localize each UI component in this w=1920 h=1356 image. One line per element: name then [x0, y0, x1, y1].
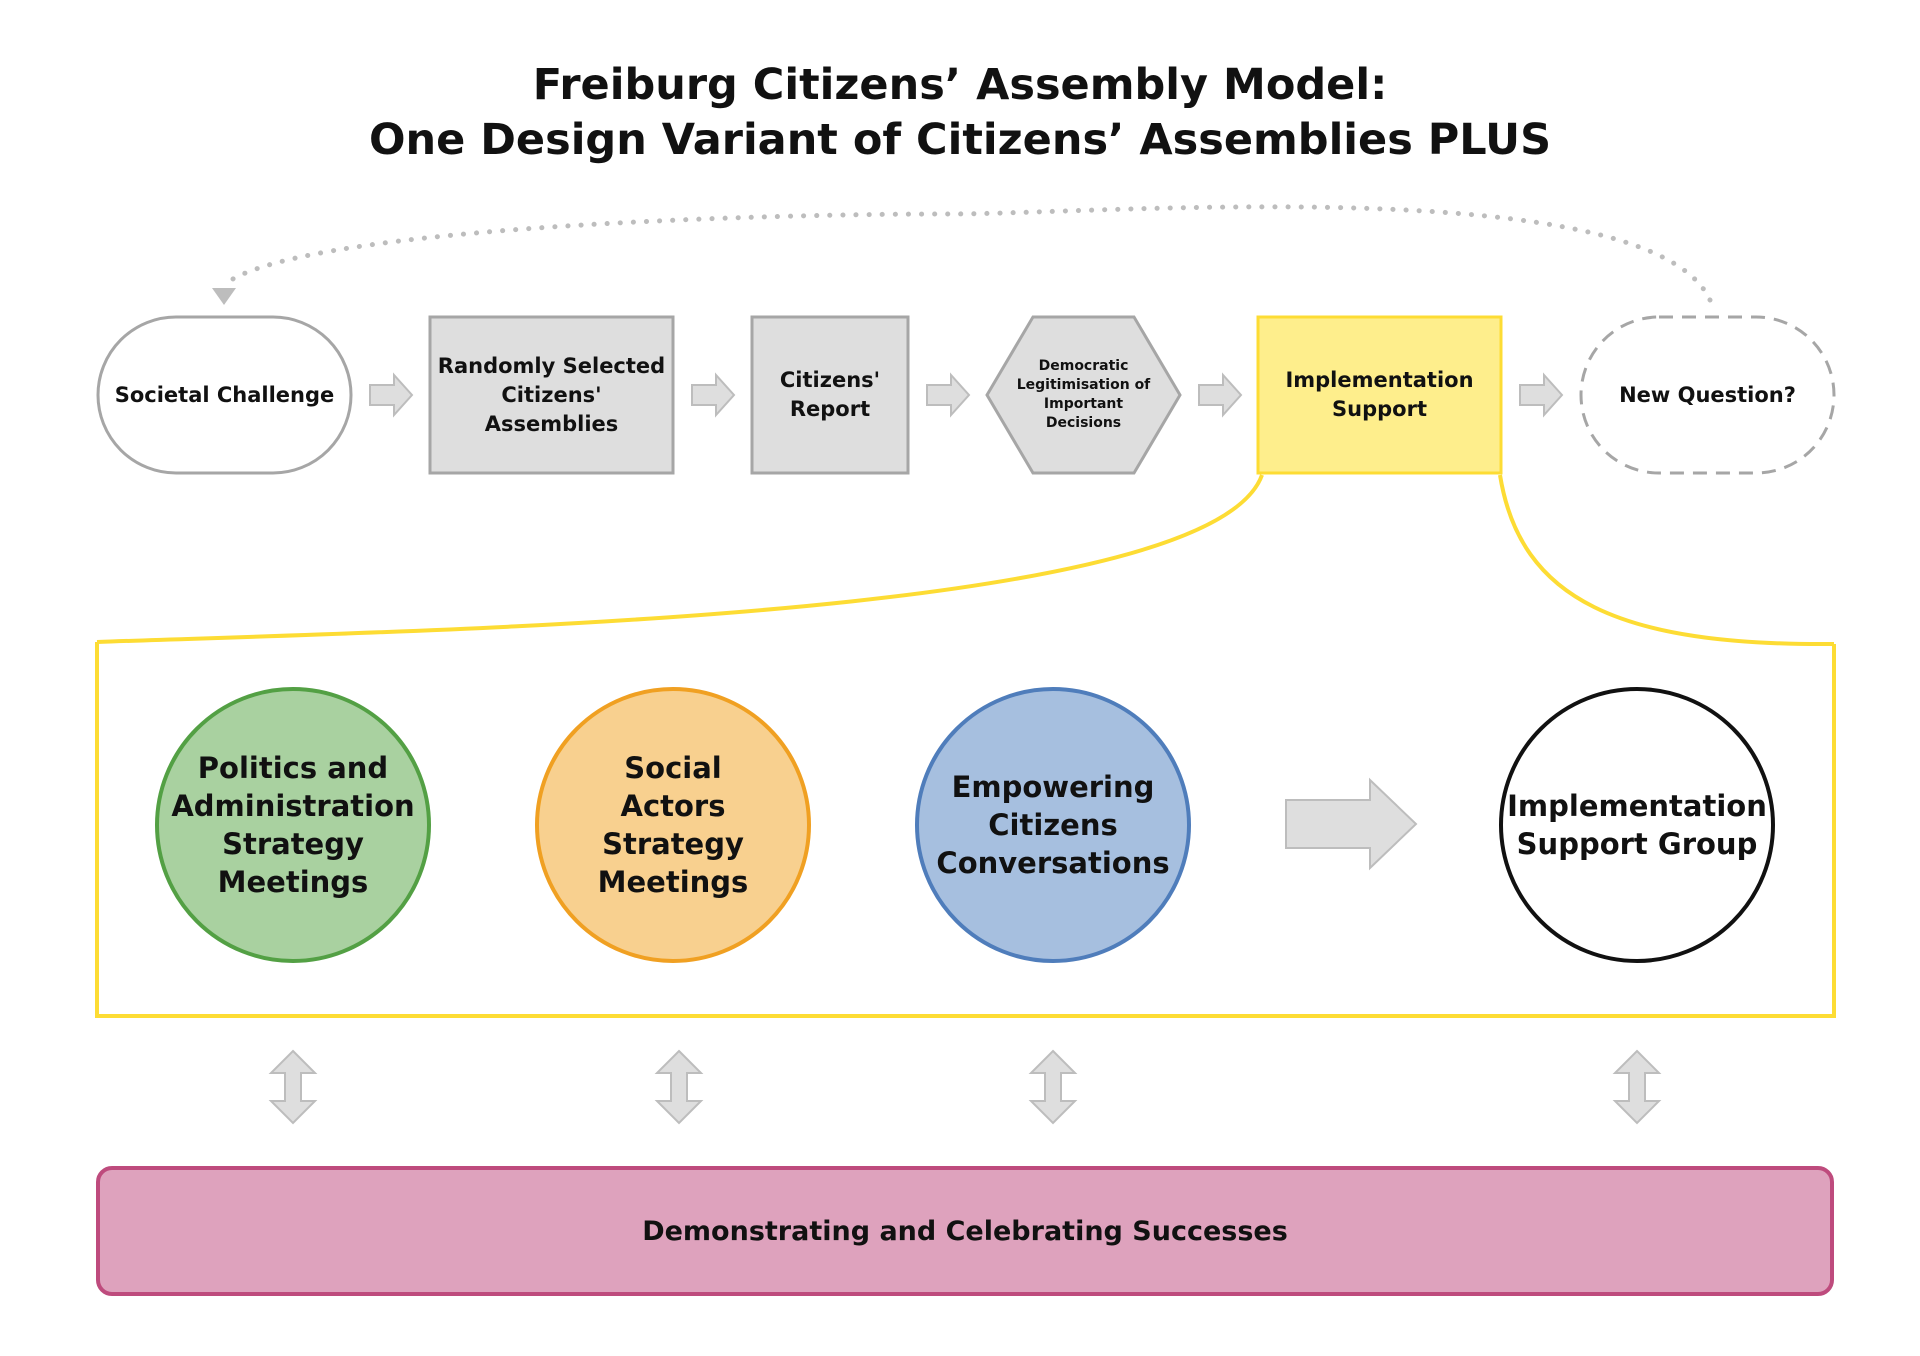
circle-politics-administration — [155, 687, 431, 963]
circle-politics-administration-label: Politics and Administration Strategy Mee… — [171, 751, 415, 899]
feedback-loop-arrowhead — [212, 288, 236, 305]
circle-implementation-support-group-label: Implementation Support Group — [1507, 789, 1767, 861]
double-arrow-3 — [1028, 1049, 1078, 1125]
flow-arrow-2 — [691, 372, 736, 418]
banner-shape — [96, 1166, 1834, 1296]
flow-arrow-3 — [926, 372, 971, 418]
flow-arrow-1 — [369, 372, 414, 418]
expansion-connector-left — [96, 474, 1264, 644]
circle-empowering-citizens-label: Empowering Citizens Conversations — [936, 770, 1170, 880]
double-arrow-1 — [268, 1049, 318, 1125]
step-societal-challenge-shape — [96, 315, 353, 475]
arrow-to-support-group — [1285, 777, 1418, 871]
step-societal-challenge-label: Societal Challenge — [114, 383, 335, 407]
circle-social-actors — [535, 687, 811, 963]
flow-arrow-5 — [1519, 372, 1564, 418]
circle-implementation-support-group — [1499, 687, 1775, 963]
step-new-question-label: New Question? — [1619, 383, 1796, 407]
circle-social-actors-label: Social Actors Strategy Meetings — [597, 751, 749, 899]
feedback-loop-connector — [221, 204, 1713, 303]
step-democratic-legitimisation-shape — [985, 315, 1182, 475]
diagram-title-line-2: One Design Variant of Citizens’ Assembli… — [368, 115, 1552, 165]
step-implementation-support-label: Implementation Support — [1285, 368, 1474, 421]
step-implementation-support-shape — [1256, 315, 1503, 475]
implementation-container — [95, 642, 1836, 1018]
double-arrow-2 — [654, 1049, 704, 1125]
step-random-assemblies-shape — [428, 315, 675, 475]
circle-empowering-citizens — [915, 687, 1191, 963]
step-democratic-legitimisation-label: Democratic Legitimisation of Important D… — [1016, 358, 1151, 431]
banner-label: Demonstrating and Celebrating Successes — [642, 1215, 1288, 1247]
flow-arrow-4 — [1198, 372, 1243, 418]
double-arrow-4 — [1612, 1049, 1662, 1125]
step-new-question-shape — [1579, 315, 1836, 475]
step-citizens-report-label: Citizens' Report — [779, 368, 881, 421]
step-citizens-report-shape — [750, 315, 910, 475]
step-random-assemblies-label: Randomly Selected Citizens' Assemblies — [437, 353, 666, 436]
expansion-connector-right — [1498, 474, 1835, 647]
diagram-title-line-1: Freiburg Citizens’ Assembly Model: — [532, 60, 1388, 110]
